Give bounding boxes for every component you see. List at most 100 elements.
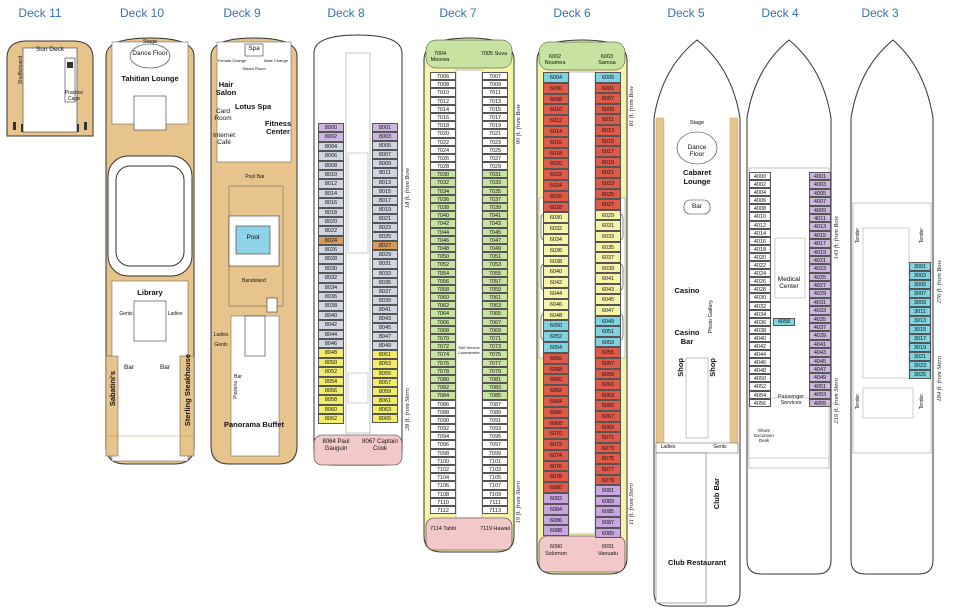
cabin-7081[interactable]: 7081 <box>482 374 508 384</box>
cabin-8044[interactable]: 8044 <box>318 329 344 339</box>
cabin-8010[interactable]: 8010 <box>318 169 344 180</box>
cabin-7072[interactable]: 7072 <box>430 342 456 351</box>
cabin-8005[interactable]: 8005 <box>372 141 398 151</box>
cabin-7096[interactable]: 7096 <box>430 440 456 449</box>
cabin-8063[interactable]: 8063 <box>372 404 398 414</box>
cabin-6018[interactable]: 6018 <box>543 147 569 159</box>
cabin-6080[interactable]: 6080 <box>543 482 569 494</box>
cabin-8058[interactable]: 8058 <box>318 395 344 405</box>
cabin-7034[interactable]: 7034 <box>430 186 456 195</box>
cabin-4058[interactable]: 4058 <box>773 318 795 326</box>
cabin-6075[interactable]: 6075 <box>595 453 621 464</box>
cabin-7088[interactable]: 7088 <box>430 407 456 416</box>
cabin-4004[interactable]: 4004 <box>749 188 771 197</box>
cabin-7028[interactable]: 7028 <box>430 162 456 171</box>
cabin-4043[interactable]: 4043 <box>809 348 831 357</box>
cabin-6017[interactable]: 6017 <box>595 146 621 157</box>
cabin-7083[interactable]: 7083 <box>482 383 508 392</box>
cabin-6042[interactable]: 6042 <box>543 277 569 288</box>
cabin-7064[interactable]: 7064 <box>430 309 456 318</box>
cabin-7089[interactable]: 7089 <box>482 407 508 416</box>
cabin-7024[interactable]: 7024 <box>430 145 456 154</box>
cabin-7079[interactable]: 7079 <box>482 366 508 375</box>
cabin-4012[interactable]: 4012 <box>749 220 771 229</box>
cabin-7060[interactable]: 7060 <box>430 293 456 302</box>
cabin-4035[interactable]: 4035 <box>809 314 831 324</box>
cabin-7051[interactable]: 7051 <box>482 252 508 261</box>
cabin-4008[interactable]: 4008 <box>749 204 771 213</box>
cabin-4024[interactable]: 4024 <box>749 269 771 278</box>
cabin-7076[interactable]: 7076 <box>430 358 456 367</box>
suite-captain-cook[interactable]: 8067 Captain Cook <box>362 439 398 452</box>
cabin-4014[interactable]: 4014 <box>749 228 771 237</box>
cabin-8027[interactable]: 8027 <box>372 241 398 251</box>
cabin-4039[interactable]: 4039 <box>809 331 831 340</box>
cabin-8003[interactable]: 8003 <box>372 132 398 142</box>
cabin-4042[interactable]: 4042 <box>749 341 771 351</box>
cabin-7106[interactable]: 7106 <box>430 481 456 490</box>
cabin-7095[interactable]: 7095 <box>482 432 508 441</box>
cabin-6074[interactable]: 6074 <box>543 449 569 461</box>
cabin-7032[interactable]: 7032 <box>430 178 456 187</box>
cabin-6049[interactable]: 6049 <box>595 315 621 327</box>
cabin-8054[interactable]: 8054 <box>318 376 344 386</box>
cabin-6071[interactable]: 6071 <box>595 432 621 443</box>
cabin-7055[interactable]: 7055 <box>482 268 508 277</box>
cabin-4044[interactable]: 4044 <box>749 350 771 359</box>
cabin-7039[interactable]: 7039 <box>482 203 508 212</box>
cabin-4034[interactable]: 4034 <box>749 309 771 318</box>
cabin-6073[interactable]: 6073 <box>595 442 621 454</box>
cabin-8025[interactable]: 8025 <box>372 232 398 242</box>
cabin-6048[interactable]: 6048 <box>543 309 569 321</box>
cabin-4016[interactable]: 4016 <box>749 236 771 245</box>
cabin-8040[interactable]: 8040 <box>318 310 344 321</box>
cabin-8024[interactable]: 8024 <box>318 235 344 246</box>
cabin-7044[interactable]: 7044 <box>430 227 456 236</box>
cabin-7030[interactable]: 7030 <box>430 170 456 179</box>
cabin-7005-suva[interactable]: 7005 Suva <box>480 51 508 57</box>
cabin-8034[interactable]: 8034 <box>318 282 344 293</box>
cabin-4022[interactable]: 4022 <box>749 261 771 270</box>
cabin-7012[interactable]: 7012 <box>430 96 456 105</box>
cabin-8007[interactable]: 8007 <box>372 150 398 160</box>
cabin-8016[interactable]: 8016 <box>318 198 344 208</box>
cabin-6089[interactable]: 6089 <box>595 527 621 539</box>
cabin-8052[interactable]: 8052 <box>318 367 344 377</box>
cabin-4033[interactable]: 4033 <box>809 306 831 315</box>
cabin-4046[interactable]: 4046 <box>749 358 771 367</box>
cabin-6061[interactable]: 6061 <box>595 379 621 390</box>
cabin-7011[interactable]: 7011 <box>482 88 508 97</box>
cabin-4047[interactable]: 4047 <box>809 364 831 374</box>
cabin-7108[interactable]: 7108 <box>430 489 456 498</box>
cabin-6077[interactable]: 6077 <box>595 463 621 475</box>
cabin-6006[interactable]: 6006 <box>543 82 569 94</box>
cabin-7029[interactable]: 7029 <box>482 162 508 171</box>
cabin-6035[interactable]: 6035 <box>595 241 621 253</box>
cabin-6001[interactable]: 6001 <box>595 82 621 94</box>
cabin-7061[interactable]: 7061 <box>482 293 508 302</box>
cabin-8042[interactable]: 8042 <box>318 320 344 330</box>
cabin-7087[interactable]: 7087 <box>482 399 508 408</box>
cabin-6016[interactable]: 6016 <box>543 136 569 148</box>
cabin-8018[interactable]: 8018 <box>318 207 344 217</box>
cabin-7068[interactable]: 7068 <box>430 325 456 334</box>
cabin-3023[interactable]: 3023 <box>909 361 931 370</box>
cabin-3011[interactable]: 3011 <box>909 307 931 316</box>
cabin-6081[interactable]: 6081 <box>595 485 621 496</box>
cabin-8002[interactable]: 8002 <box>318 132 344 142</box>
cabin-6014[interactable]: 6014 <box>543 125 569 137</box>
cabin-6025[interactable]: 6025 <box>595 188 621 200</box>
cabin-7058[interactable]: 7058 <box>430 284 456 294</box>
cabin-4023[interactable]: 4023 <box>809 264 831 273</box>
cabin-6004[interactable]: 6004 <box>543 72 569 83</box>
cabin-7045[interactable]: 7045 <box>482 227 508 236</box>
cabin-4006[interactable]: 4006 <box>749 196 771 205</box>
cabin-4029[interactable]: 4029 <box>809 289 831 298</box>
cabin-4015[interactable]: 4015 <box>809 230 831 240</box>
cabin-7067[interactable]: 7067 <box>482 317 508 326</box>
cabin-7004-moorea[interactable]: 7004 Moorea <box>430 51 450 63</box>
cabin-3015[interactable]: 3015 <box>909 325 931 334</box>
cabin-6064[interactable]: 6064 <box>543 395 569 407</box>
cabin-7019[interactable]: 7019 <box>482 121 508 130</box>
cabin-8039[interactable]: 8039 <box>372 295 398 305</box>
